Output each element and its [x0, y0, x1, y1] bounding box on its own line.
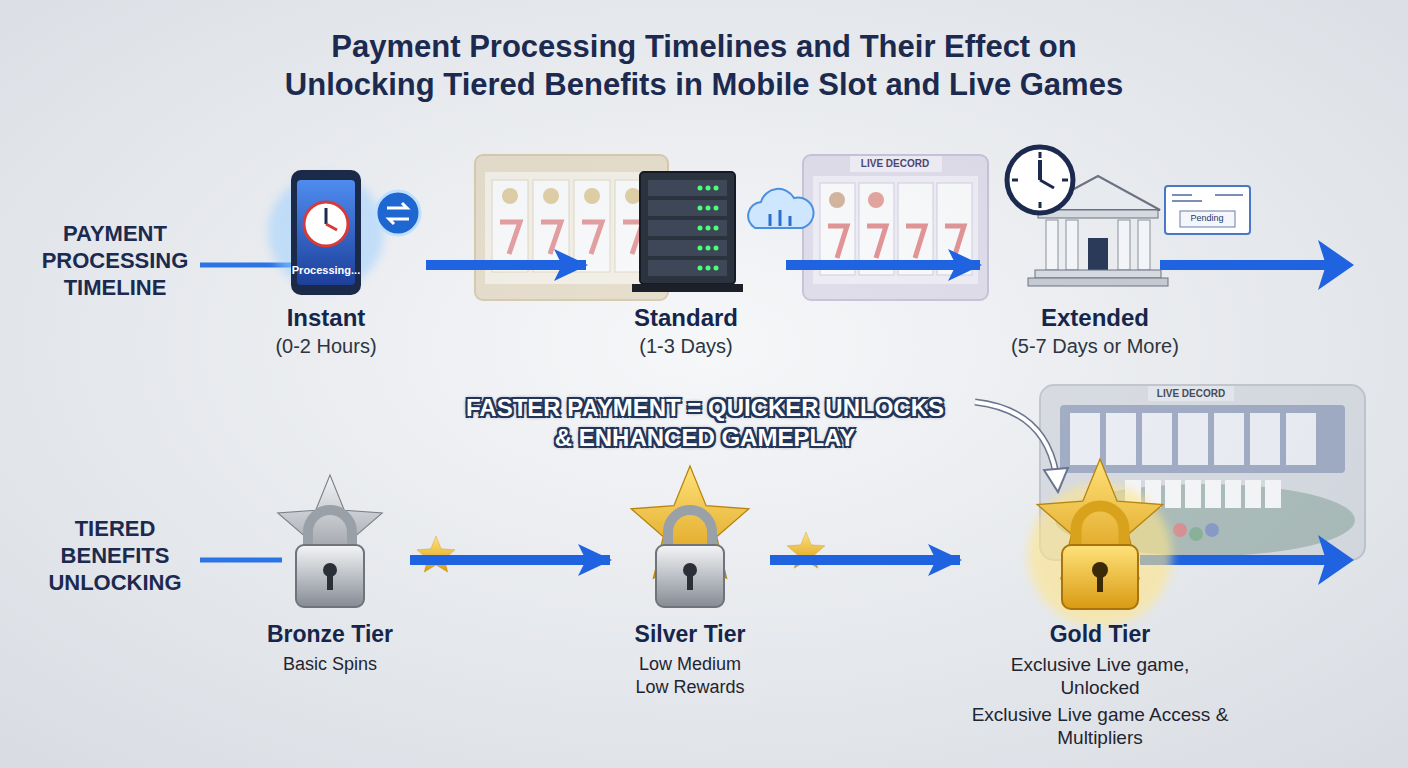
connector-arrow — [786, 260, 980, 270]
phone-icon — [268, 170, 420, 295]
callout-text: FASTER PAYMENT = QUICKER UNLOCKS & ENHAN… — [457, 393, 953, 453]
node-detail: (1-3 Days) — [596, 333, 776, 359]
node-heading: Gold Tier — [970, 619, 1230, 649]
timeline-arrow — [786, 265, 980, 266]
benefit-tier: Silver TierLow Medium Low Rewards — [610, 485, 770, 699]
timeline-stage: Instant(0-2 Hours) — [226, 160, 426, 359]
node-detail: Basic Spins — [260, 653, 400, 676]
silver-lock — [631, 466, 749, 607]
arrow-glow — [410, 551, 610, 569]
slot-machine — [803, 155, 988, 300]
cheque-label: Pending — [1190, 213, 1223, 224]
arrow-glow — [786, 256, 980, 274]
node-heading: Instant — [236, 303, 416, 333]
benefit-tier: Bronze TierBasic Spins — [250, 485, 410, 676]
connector-arrow — [426, 260, 586, 270]
node-detail: Exclusive Live game Access & Multipliers — [970, 703, 1230, 749]
timeline-arrow — [410, 560, 610, 561]
arrow-glow — [426, 256, 586, 274]
node-detail: Low Medium Low Rewards — [620, 653, 760, 699]
timeline-arrow — [426, 265, 586, 266]
timeline-arrow — [770, 560, 960, 561]
node-detail: (5-7 Days or More) — [990, 333, 1200, 359]
row-label: TIERED BENEFITS UNLOCKING — [35, 515, 195, 596]
benefit-tier: Gold TierExclusive Live game, UnlockedEx… — [960, 485, 1240, 749]
screen-text: Processing... — [292, 264, 360, 277]
node-heading: Silver Tier — [620, 619, 760, 649]
row-label: PAYMENT PROCESSING TIMELINE — [35, 220, 195, 301]
clock-icon — [1007, 147, 1073, 213]
title: Payment Processing Timelines and Their E… — [269, 28, 1139, 104]
node-detail: (0-2 Hours) — [236, 333, 416, 359]
timeline-stage: Extended(5-7 Days or More) — [980, 160, 1210, 359]
callout-arrow — [975, 402, 1068, 492]
timeline-stage: Standard(1-3 Days) — [586, 160, 786, 359]
node-heading: Bronze Tier — [260, 619, 400, 649]
node-heading: Extended — [990, 303, 1200, 333]
bronze-lock — [278, 475, 383, 607]
arrow-glow — [770, 551, 960, 569]
cheque-icon — [1165, 186, 1250, 234]
connector-arrow — [770, 555, 960, 565]
connector-arrow — [410, 555, 610, 565]
node-detail: Exclusive Live game, Unlocked — [970, 653, 1230, 699]
node-heading: Standard — [596, 303, 776, 333]
timeline-band — [200, 240, 1354, 585]
machine-label: LIVE DECORD — [861, 158, 929, 170]
machine-label: LIVE DECORD — [1157, 388, 1225, 400]
gold-lock — [1028, 459, 1172, 627]
